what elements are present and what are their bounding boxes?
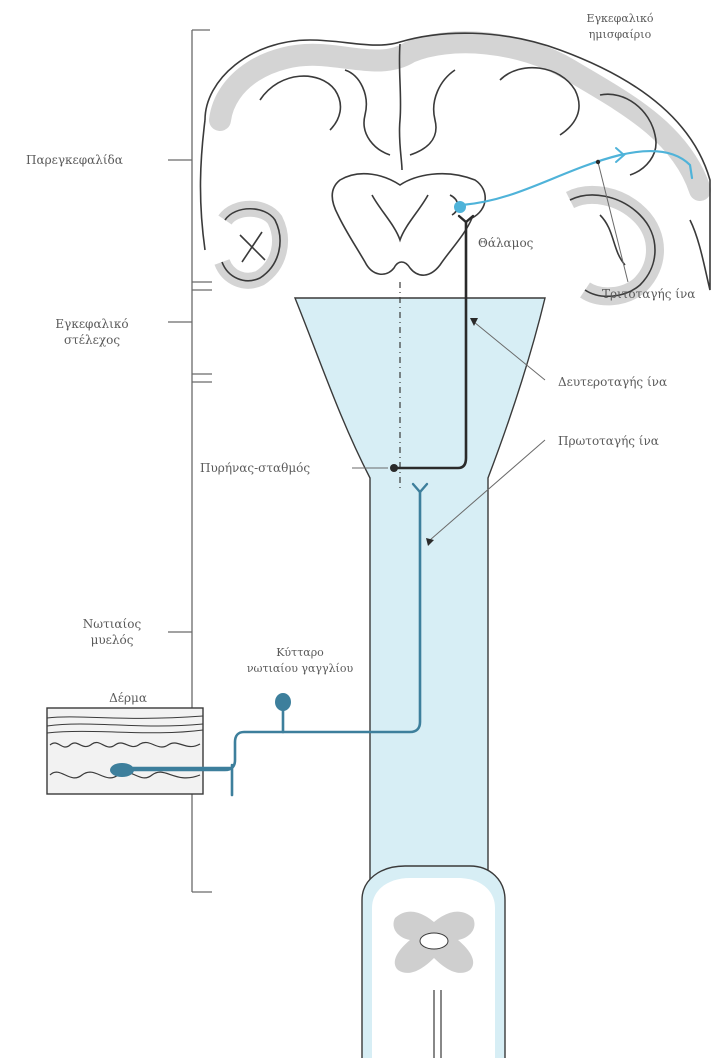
relay-nucleus-cell: [390, 464, 398, 472]
third-order-pointer-dot: [596, 160, 600, 164]
label-cerebral-hemisphere-1: Εγκεφαλικό: [586, 12, 653, 25]
label-spinal-cord-2: μυελός: [91, 633, 134, 647]
skin-box: [47, 708, 203, 794]
cortex-gray-band: [220, 42, 700, 190]
gyrus-midleft: [345, 70, 390, 155]
label-third-order-fiber: Τριτοταγής ίνα: [602, 287, 695, 301]
label-brainstem-1: Εγκεφαλικό: [55, 317, 128, 331]
cerebrum: [200, 33, 710, 296]
label-skin: Δέρμα: [109, 691, 147, 705]
label-ganglion-cell-2: νωτιαίου γαγγλίου: [247, 662, 354, 675]
thalamic-neuron: [454, 201, 466, 213]
skin-rectangle: [47, 708, 203, 794]
label-spinal-cord-1: Νωτιαίος: [83, 617, 142, 631]
cortex-lower-left: [222, 209, 280, 281]
label-ganglion-cell-1: Κύτταρο: [276, 646, 324, 659]
label-second-order-fiber: Δευτεροταγής ίνα: [558, 375, 667, 389]
label-first-order-fiber: Πρωτοταγής ίνα: [558, 434, 659, 448]
label-forebrain: Παρεγκεφαλίδα: [26, 153, 123, 167]
gyrus-left: [260, 76, 340, 130]
label-thalamus: Θάλαμος: [478, 236, 534, 250]
gyrus-midright: [410, 70, 455, 155]
label-relay-station: Πυρήνας-σταθμός: [200, 461, 310, 475]
brain-outline-left: [200, 120, 205, 250]
skin-receptor: [110, 763, 134, 777]
sulcus-lower-right: [600, 215, 625, 265]
thalamus-region: [332, 174, 485, 275]
label-cerebral-hemisphere-2: ημισφαίριο: [589, 28, 652, 41]
pointer-third-order: [598, 162, 628, 282]
spinal-cord-cross-section: [362, 866, 505, 1058]
ganglion-cell-body: [275, 693, 291, 711]
sulcus-lower-left: [240, 232, 265, 262]
central-canal: [420, 933, 448, 949]
cortex-lower-right: [570, 195, 655, 296]
label-brainstem-2: στέλεχος: [64, 333, 120, 347]
